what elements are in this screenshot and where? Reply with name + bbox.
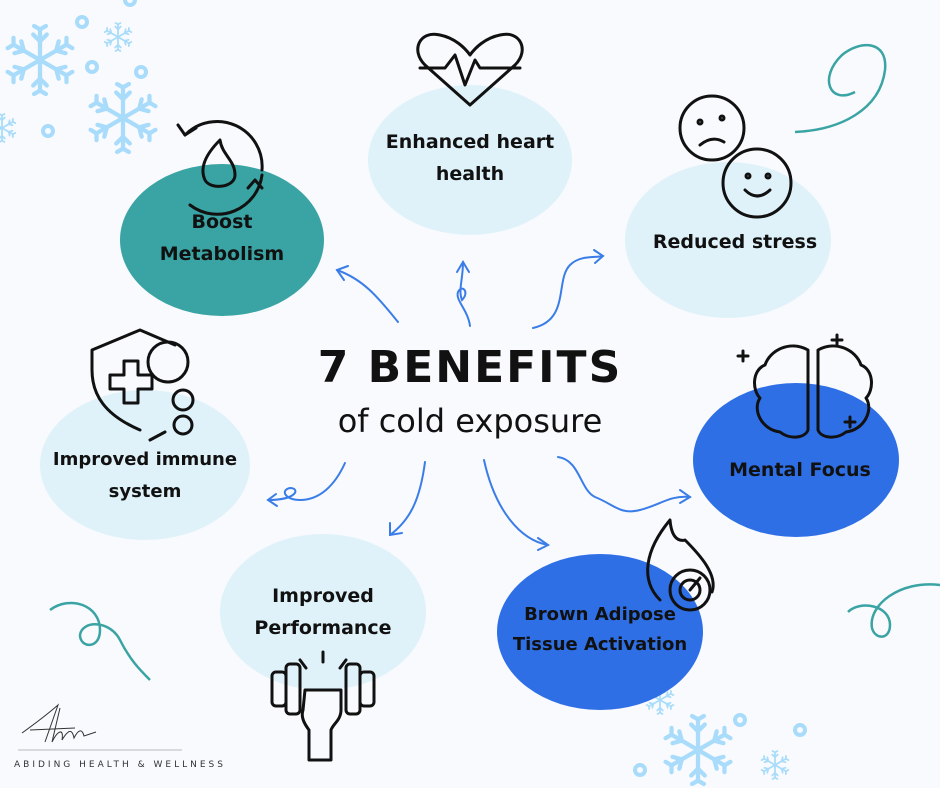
benefit-improved-immune-system <box>40 390 250 540</box>
benefit-mental-focus <box>693 383 899 537</box>
label-reduced-stress: Reduced stress <box>652 231 818 253</box>
sad-happy-faces-icon <box>678 94 793 219</box>
label-brown-adipose: Brown Adipose Tissue Activation <box>512 604 688 655</box>
flame-gauge-icon <box>646 518 715 612</box>
swirl-decor <box>49 43 940 681</box>
label-improved-immune-system: Improved immune system <box>52 449 238 502</box>
shield-virus-icon <box>90 328 195 442</box>
brand-name: ABIDING HEALTH & WELLNESS <box>14 760 226 770</box>
signature-logo <box>21 703 97 743</box>
page-title: 7 BENEFITS <box>317 342 623 393</box>
benefit-brown-adipose <box>497 554 703 710</box>
brain-icon <box>736 333 873 439</box>
arrow-to-metabolism <box>336 269 399 323</box>
arrows <box>266 249 692 551</box>
snow-dots <box>41 0 807 777</box>
label-mental-focus: Mental Focus <box>729 459 871 481</box>
benefit-boost-metabolism <box>120 164 324 316</box>
dumbbell-fist-icon <box>270 650 376 762</box>
heart-pulse-icon <box>416 32 524 107</box>
page-subtitle: of cold exposure <box>337 402 603 440</box>
benefit-enhanced-heart-health <box>368 85 572 235</box>
label-boost-metabolism: Boost Metabolism <box>159 211 285 265</box>
label-enhanced-heart-health: Enhanced heart health <box>385 131 555 185</box>
benefit-improved-performance <box>220 534 426 690</box>
label-improved-performance: Improved Performance <box>254 585 392 639</box>
benefit-reduced-stress <box>625 162 831 318</box>
metabolism-fire-cycle-icon <box>176 120 264 216</box>
